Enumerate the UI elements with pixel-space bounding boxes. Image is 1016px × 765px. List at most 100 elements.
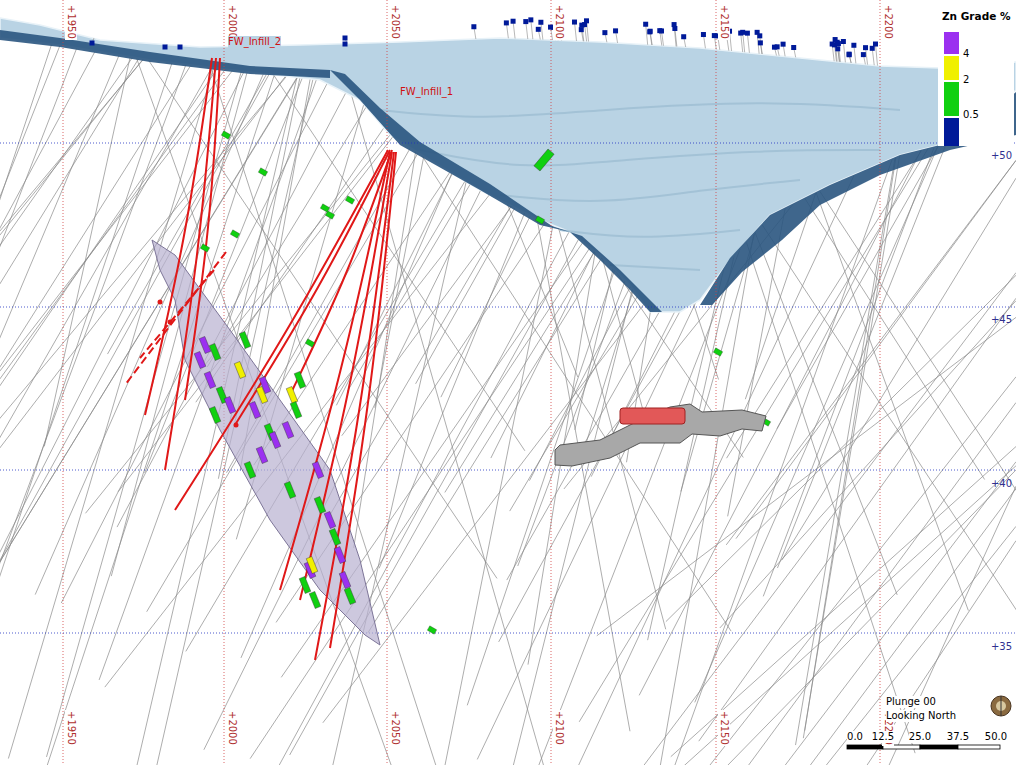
grade-interval bbox=[312, 461, 324, 478]
easting-gridline bbox=[716, 0, 717, 765]
collar-marker bbox=[579, 27, 584, 32]
drill-hole bbox=[132, 44, 417, 765]
grade-interval bbox=[244, 461, 256, 478]
easting-gridline bbox=[880, 0, 881, 765]
grade-interval bbox=[344, 587, 356, 604]
collar-marker bbox=[163, 45, 168, 50]
planned-hole-trace bbox=[175, 150, 388, 510]
collar-stem bbox=[574, 22, 576, 41]
grid-coordinate: +2000 bbox=[226, 4, 238, 40]
grade-interval bbox=[256, 386, 268, 403]
collar-marker bbox=[648, 29, 653, 34]
collar-marker bbox=[538, 20, 543, 25]
collar-marker bbox=[572, 20, 577, 25]
collar-marker bbox=[657, 28, 662, 33]
drill-hole bbox=[0, 37, 81, 765]
collar-marker bbox=[781, 42, 786, 47]
collar-marker bbox=[471, 24, 476, 29]
grade-interval bbox=[329, 528, 341, 545]
collar-marker bbox=[511, 19, 516, 24]
elevation-gridline bbox=[0, 470, 1016, 471]
collar-marker bbox=[613, 28, 618, 33]
grade-interval bbox=[200, 244, 209, 252]
drill-hole bbox=[0, 31, 56, 544]
collar-marker bbox=[851, 43, 856, 48]
easting-gridline bbox=[63, 0, 64, 765]
grade-interval bbox=[314, 496, 326, 513]
drill-hole bbox=[759, 488, 1016, 765]
planned-hole-trace bbox=[315, 152, 394, 660]
drill-hole bbox=[8, 49, 219, 759]
grade-interval bbox=[309, 591, 321, 608]
grade-interval bbox=[339, 571, 351, 588]
grade-interval bbox=[221, 131, 230, 139]
planned-hole-trace bbox=[280, 152, 390, 590]
collar-marker bbox=[738, 31, 743, 36]
grade-interval bbox=[284, 481, 296, 498]
collar-marker bbox=[681, 34, 686, 39]
orebody-wireframe bbox=[152, 240, 380, 645]
pit-bench bbox=[560, 230, 740, 237]
drill-hole bbox=[597, 317, 1016, 635]
grade-interval bbox=[306, 556, 318, 573]
collar-stem bbox=[646, 24, 648, 45]
collar-marker bbox=[579, 23, 584, 28]
collar-stem bbox=[854, 45, 856, 63]
collar-marker bbox=[755, 30, 760, 35]
open-pit-surface bbox=[0, 18, 1016, 312]
collar-marker bbox=[841, 39, 846, 44]
grade-interval bbox=[713, 348, 722, 356]
pit-bench bbox=[500, 180, 800, 201]
collar-stem bbox=[741, 33, 743, 52]
grid-coordinate: +2150 bbox=[718, 4, 730, 40]
collar-marker bbox=[758, 40, 763, 45]
pit-bench bbox=[380, 103, 900, 116]
collar-stem bbox=[541, 22, 543, 39]
drill-hole bbox=[0, 33, 65, 759]
underground-development bbox=[555, 404, 766, 466]
planned-hole-trace bbox=[300, 152, 392, 600]
drill-hole bbox=[720, 301, 1016, 628]
legend-swatch bbox=[944, 32, 959, 54]
section-label: +45 bbox=[991, 314, 1012, 326]
planned-hole-trace bbox=[330, 152, 396, 648]
collar-marker bbox=[343, 42, 348, 47]
grid-coordinate: +2050 bbox=[389, 710, 401, 746]
planned-hole-trace bbox=[290, 150, 392, 395]
section-label: FW_Infill_1 bbox=[400, 86, 453, 98]
drill-hole bbox=[0, 45, 147, 499]
grid-coordinate: +2050 bbox=[389, 4, 401, 40]
drill-hole bbox=[699, 298, 1016, 741]
drill-hole bbox=[0, 45, 141, 374]
pit-bench bbox=[420, 150, 880, 165]
collar-marker bbox=[90, 41, 95, 46]
planned-hole-dashed bbox=[125, 252, 226, 385]
legend-title: Zn Grade % bbox=[942, 10, 1010, 22]
planned-hole-trace bbox=[165, 58, 216, 470]
legend-swatch bbox=[944, 118, 959, 146]
section-label: Plunge 00 bbox=[886, 696, 936, 708]
legend-swatch bbox=[944, 56, 959, 80]
easting-gridline bbox=[387, 0, 388, 765]
collar-marker bbox=[343, 36, 348, 41]
collar-marker bbox=[847, 52, 852, 57]
grade-interval bbox=[299, 576, 311, 593]
grid-coordinate: +1950 bbox=[65, 710, 77, 746]
grade-interval bbox=[234, 361, 246, 378]
grade-interval bbox=[334, 546, 346, 563]
section-label: 0.0 bbox=[847, 731, 863, 743]
grade-interval bbox=[305, 339, 314, 347]
planned-hole-trace bbox=[185, 58, 220, 400]
collar-marker bbox=[870, 46, 875, 51]
elevation-gridline bbox=[0, 307, 1016, 308]
grade-interval bbox=[224, 396, 236, 413]
grid-coordinate: +2000 bbox=[226, 710, 238, 746]
trace-point bbox=[234, 423, 239, 428]
collar-stem bbox=[513, 21, 515, 38]
collar-marker bbox=[836, 41, 841, 46]
grade-interval bbox=[194, 351, 206, 368]
drill-hole bbox=[0, 42, 100, 749]
collar-marker bbox=[602, 30, 607, 35]
grade-interval bbox=[258, 168, 267, 176]
grade-interval bbox=[294, 371, 306, 388]
